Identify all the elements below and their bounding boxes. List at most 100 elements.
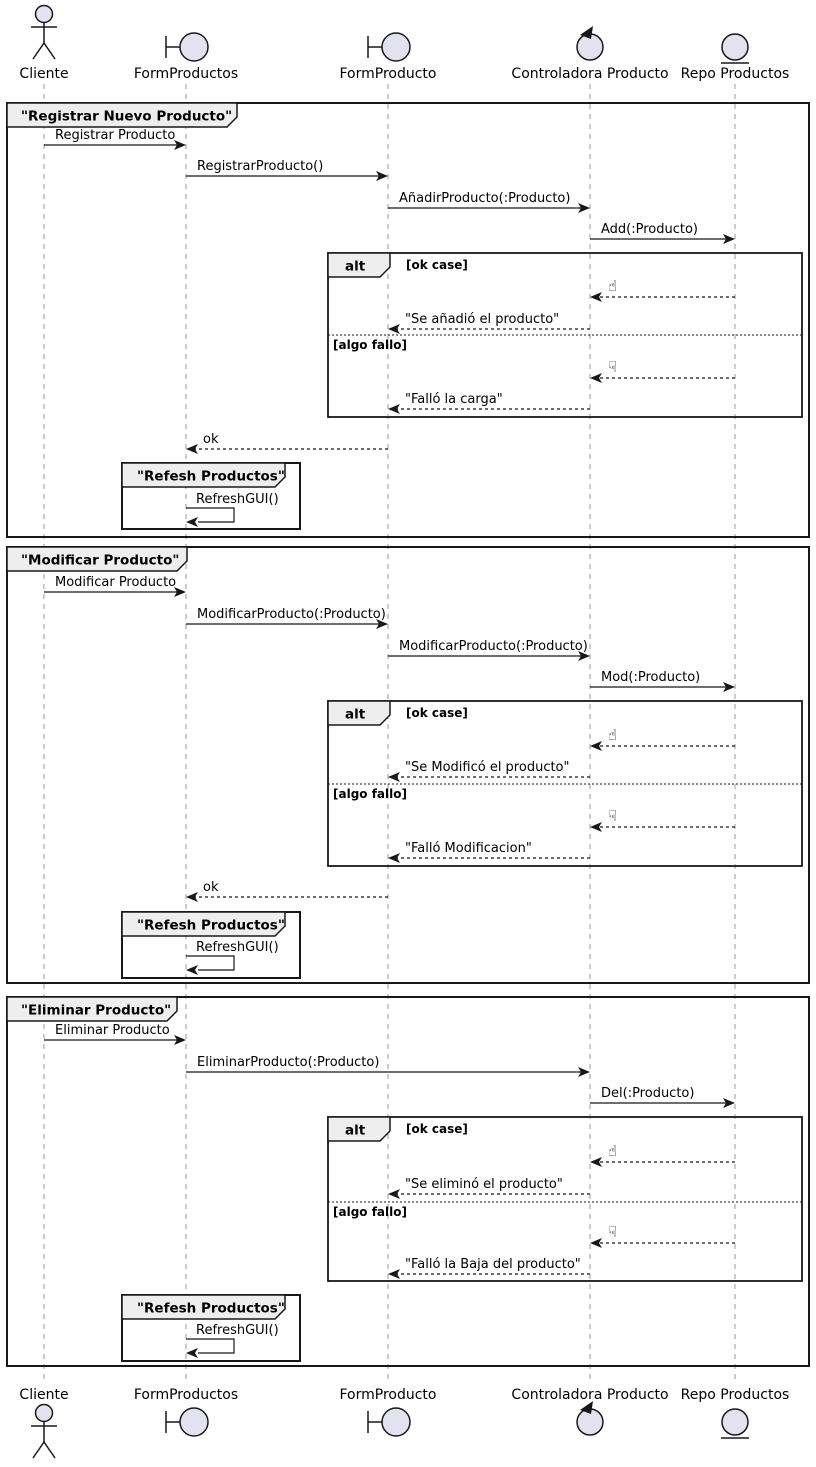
participant-label-bottom: Repo Productos [681, 1387, 790, 1403]
message-label: Add(:Producto) [601, 222, 698, 237]
message-arrowhead [174, 587, 186, 597]
participant-label-bottom: Controladora Producto [511, 1387, 668, 1403]
ref-frame-title: "Refesh Productos" [137, 918, 285, 934]
group-frame-title: "Registrar Nuevo Producto" [21, 109, 232, 125]
message-label: Mod(:Producto) [601, 670, 700, 685]
self-message-arrowhead [186, 1348, 198, 1358]
actor-icon-bottom [31, 1403, 57, 1459]
actor-leg [43, 42, 56, 60]
message-label: EliminarProducto(:Producto) [197, 1055, 379, 1070]
self-message-line [186, 1338, 235, 1354]
alt-tab [327, 700, 391, 726]
boundary-icon-top [165, 32, 209, 62]
message-arrowhead [590, 1157, 602, 1167]
message-label: Eliminar Producto [55, 1023, 170, 1038]
actor-leg [43, 1441, 56, 1459]
message-arrowhead [376, 171, 388, 181]
group-frame-3 [6, 996, 810, 1367]
boundary-circle [381, 1407, 411, 1437]
alt-guard-ok: [ok case] [406, 258, 468, 272]
message-arrowhead [723, 234, 735, 244]
participant-label-bottom: Cliente [19, 1387, 68, 1403]
alt-guard-fail: [algo fallo] [333, 1205, 407, 1219]
message-arrowhead [388, 1269, 400, 1279]
entity-icon-top [721, 33, 749, 64]
ref-frame-tab [121, 911, 286, 937]
message-label: "Se Modificó el producto" [405, 760, 570, 775]
message-arrowhead [578, 203, 590, 213]
self-message-label: RefreshGUI() [196, 1323, 279, 1338]
self-message-line [186, 507, 235, 523]
participant-label-bottom: FormProducto [340, 1387, 437, 1403]
actor-head [34, 1403, 54, 1423]
group-frame-1 [6, 102, 810, 538]
message-label: RegistrarProducto() [197, 159, 323, 174]
message-arrowhead [388, 772, 400, 782]
ref-frame-tab [121, 1294, 286, 1320]
thumbs-down-icon: ☟ [608, 1223, 617, 1241]
message-label: "Falló la carga" [405, 392, 503, 407]
entity-circle [721, 33, 749, 61]
message-arrowhead [578, 651, 590, 661]
message-label: Registrar Producto [55, 128, 175, 143]
alt-guard-ok: [ok case] [406, 1122, 468, 1136]
participant-label-top: FormProductos [134, 66, 238, 82]
message-arrowhead [388, 324, 400, 334]
boundary-icon-top [367, 32, 411, 62]
self-message-arrowhead [186, 965, 198, 975]
group-frame-tab [6, 102, 238, 128]
message-label: ok [203, 880, 219, 895]
ref-frame-tab [121, 462, 286, 488]
participant-label-bottom: FormProductos [134, 1387, 238, 1403]
boundary-circle [179, 32, 209, 62]
message-label: ModificarProducto(:Producto) [197, 607, 386, 622]
message-arrowhead [174, 140, 186, 150]
group-frame-2 [6, 546, 810, 984]
message-label: Modificar Producto [55, 575, 176, 590]
alt-label: alt [345, 1123, 366, 1139]
thumbs-up-icon: ☝ [608, 726, 617, 744]
group-frame-tab [6, 996, 178, 1022]
message-label: AñadirProducto(:Producto) [399, 191, 570, 206]
message-label: "Falló la Baja del producto" [405, 1257, 581, 1272]
alt-tab [327, 252, 391, 278]
entity-circle [721, 1408, 749, 1436]
boundary-icon-bottom [165, 1407, 209, 1437]
message-arrowhead [590, 292, 602, 302]
thumbs-up-icon: ☝ [608, 277, 617, 295]
message-arrowhead [388, 404, 400, 414]
message-arrowhead [590, 1238, 602, 1248]
control-arrow [580, 1401, 593, 1414]
self-message-arrowhead [186, 517, 198, 527]
self-message-label: RefreshGUI() [196, 940, 279, 955]
message-label: "Se añadió el producto" [405, 312, 559, 327]
message-arrowhead [186, 892, 198, 902]
message-arrowhead [590, 822, 602, 832]
message-arrowhead [578, 1067, 590, 1077]
actor-head [34, 4, 54, 24]
message-arrowhead [388, 853, 400, 863]
control-icon-top [576, 26, 604, 61]
alt-frame-3 [327, 1116, 803, 1282]
control-icon-bottom [576, 1401, 604, 1436]
entity-icon-bottom [721, 1408, 749, 1439]
message-arrowhead [174, 1035, 186, 1045]
boundary-icon-bottom [367, 1407, 411, 1437]
message-arrowhead [376, 619, 388, 629]
alt-guard-fail: [algo fallo] [333, 787, 407, 801]
alt-label: alt [345, 259, 366, 275]
boundary-circle [381, 32, 411, 62]
message-arrowhead [723, 682, 735, 692]
message-arrowhead [186, 444, 198, 454]
group-frame-title: "Modificar Producto" [21, 553, 179, 569]
ref-frame-title: "Refesh Productos" [137, 469, 285, 485]
alt-label: alt [345, 707, 366, 723]
actor-leg [32, 42, 45, 60]
message-label: "Falló Modificacion" [405, 841, 532, 856]
ref-frame-title: "Refesh Productos" [137, 1301, 285, 1317]
message-label: "Se eliminó el producto" [405, 1177, 563, 1192]
thumbs-down-icon: ☟ [608, 807, 617, 825]
alt-guard-fail: [algo fallo] [333, 338, 407, 352]
